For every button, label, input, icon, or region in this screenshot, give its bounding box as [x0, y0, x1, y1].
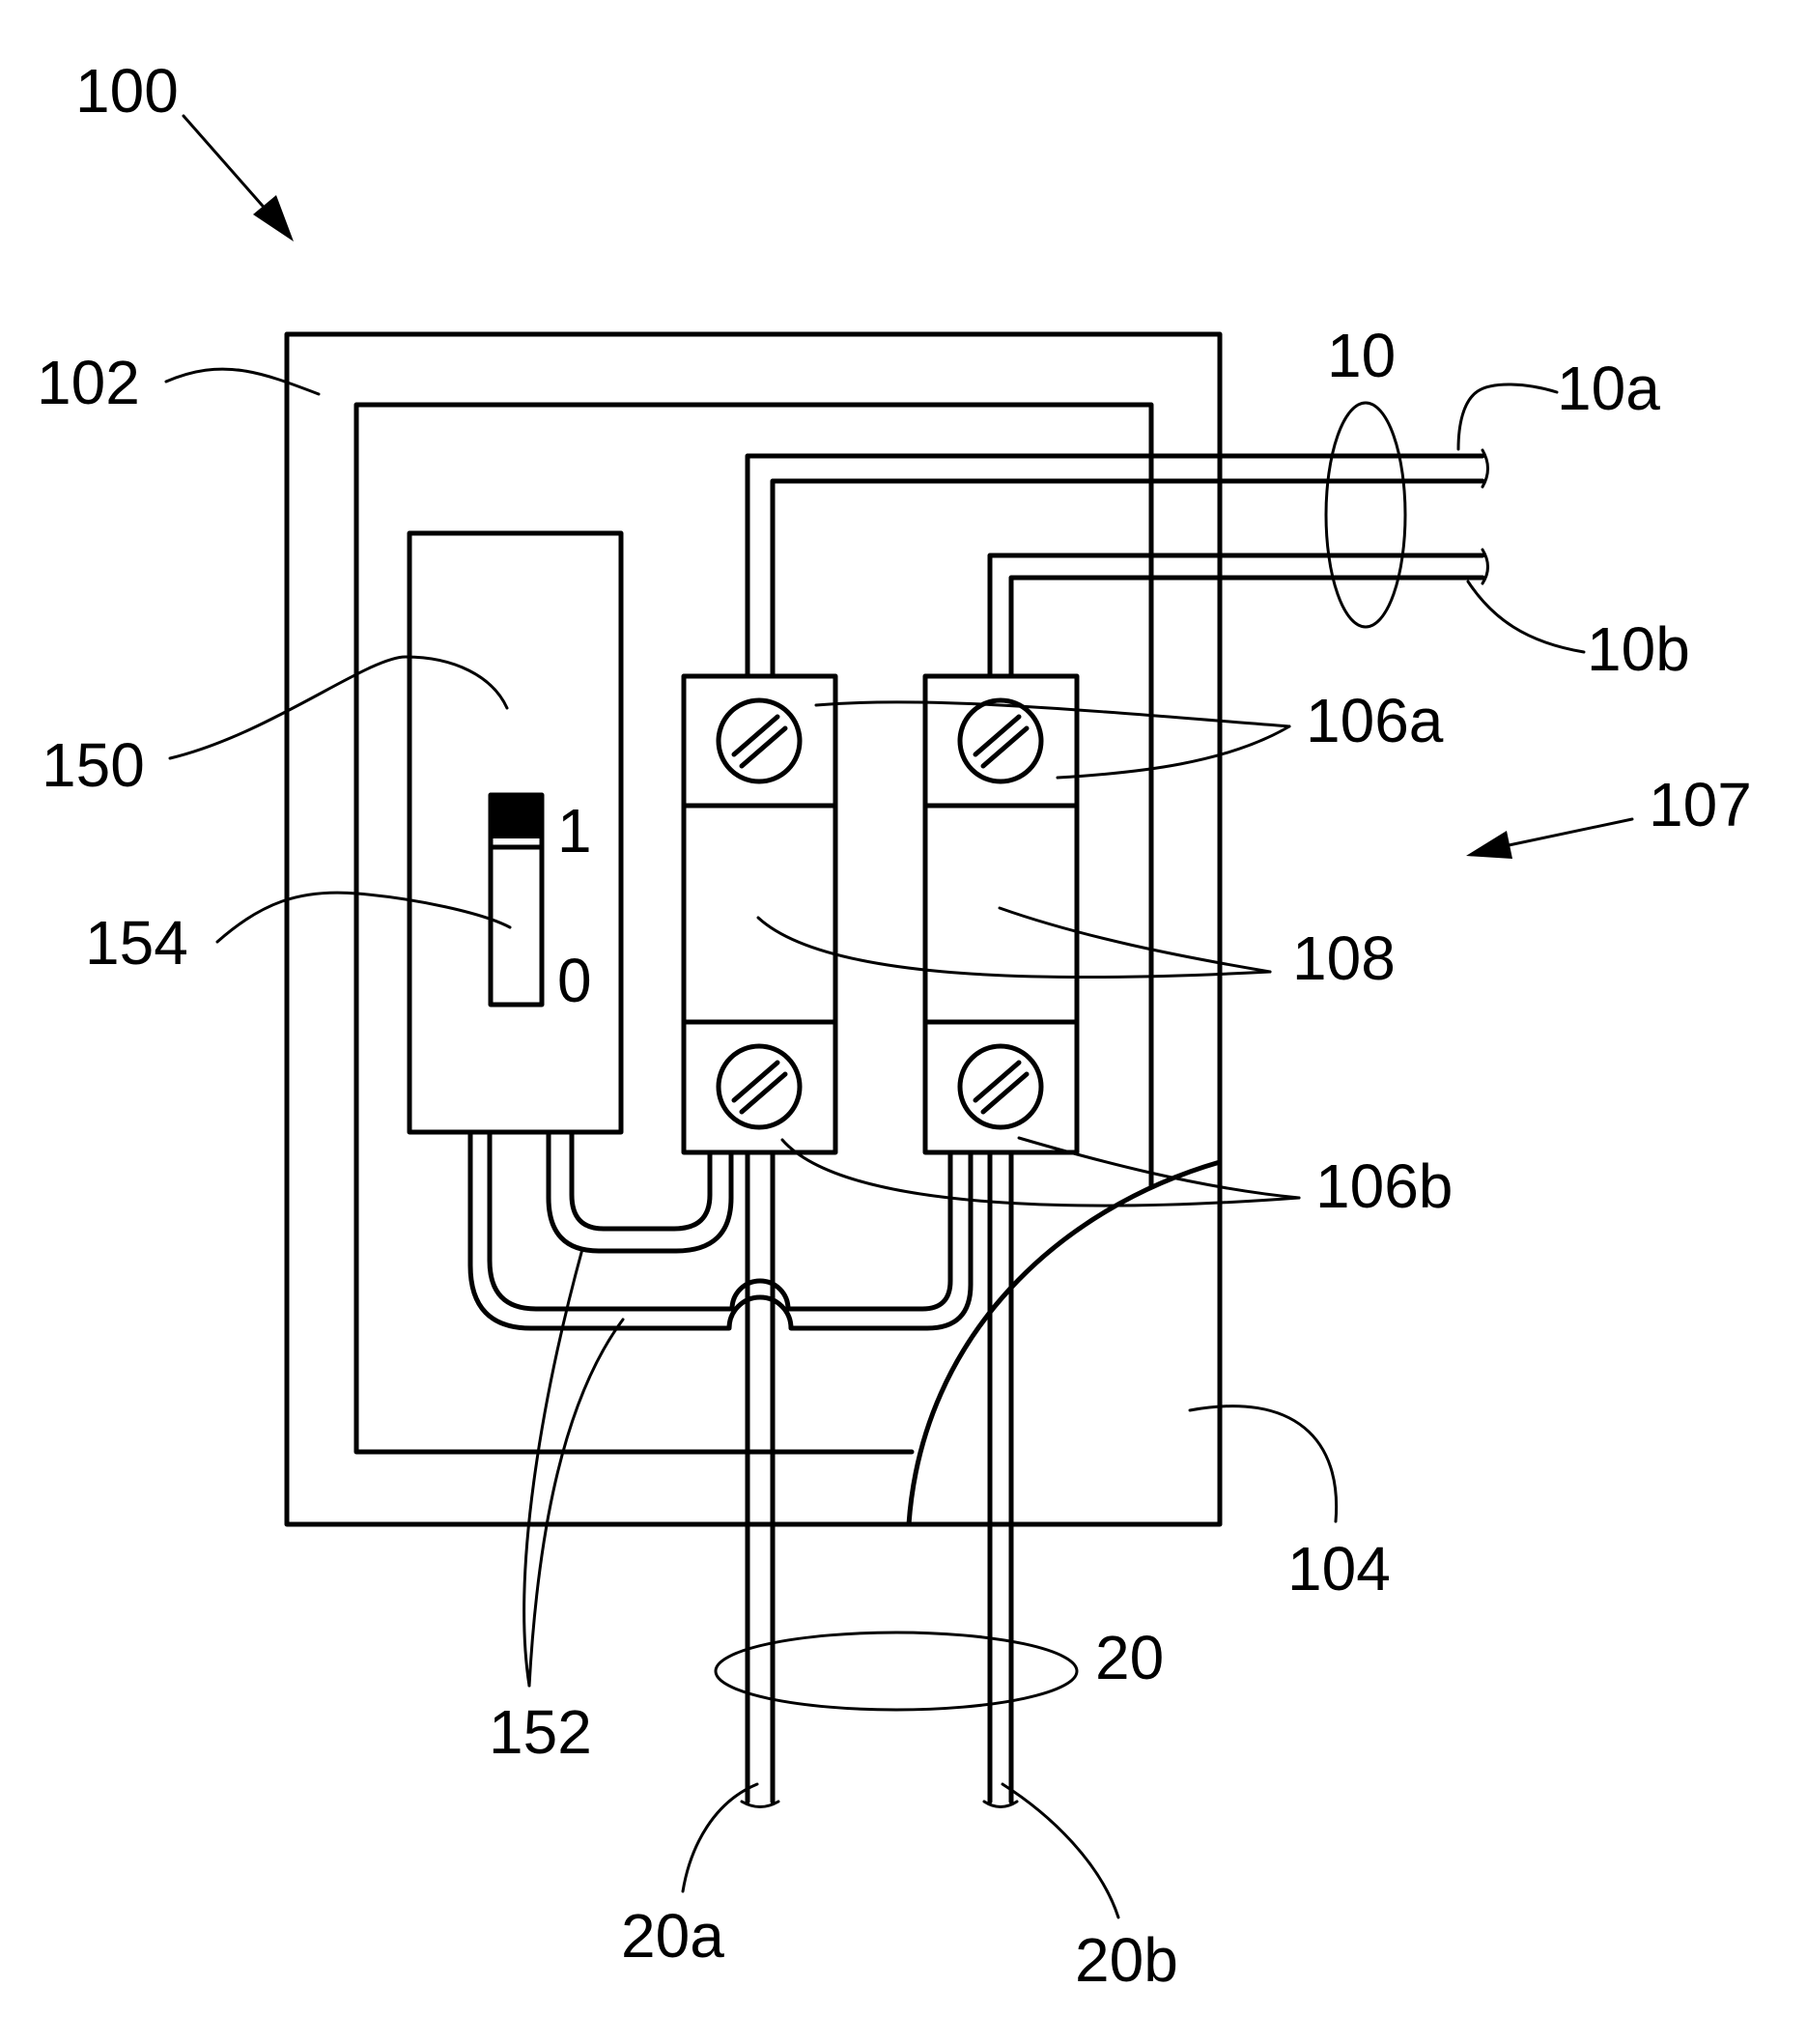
cover-104-edge — [909, 1162, 1220, 1524]
leader-lines — [166, 369, 1584, 1917]
label-106a: 106a — [1306, 686, 1444, 755]
wire-10b — [990, 550, 1488, 676]
screw-icon — [960, 1046, 1041, 1127]
screw-icon — [719, 1046, 800, 1127]
label-107: 107 — [1649, 770, 1752, 839]
label-106b: 106b — [1315, 1151, 1453, 1221]
label-108: 108 — [1292, 923, 1396, 993]
arrow-107 — [1466, 819, 1632, 859]
fuse-holder-1 — [684, 676, 835, 1152]
label-104: 104 — [1287, 1534, 1391, 1604]
label-152: 152 — [489, 1697, 592, 1767]
bundle-10-ellipse — [1326, 403, 1405, 627]
wire-20a — [742, 1152, 778, 1807]
label-102: 102 — [37, 348, 140, 417]
switch-wires — [470, 1132, 971, 1328]
wire-10a — [748, 450, 1488, 676]
fuse-holder-2 — [925, 676, 1077, 1152]
label-10a: 10a — [1557, 354, 1660, 423]
switch-mark-off: 0 — [557, 946, 592, 1015]
reference-labels: 100 102 10 10a 10b 106a 107 150 154 1 0 … — [37, 56, 1752, 1995]
label-20a: 20a — [621, 1901, 724, 1971]
screw-icon — [719, 700, 800, 781]
switch-lever — [491, 795, 542, 1005]
label-20b: 20b — [1075, 1925, 1178, 1995]
switch-mark-on: 1 — [557, 796, 592, 866]
label-100: 100 — [75, 56, 179, 126]
bundle-20-ellipse — [716, 1632, 1077, 1710]
label-10b: 10b — [1587, 614, 1690, 684]
arrow-100 — [184, 116, 294, 241]
wire-20b — [984, 1152, 1017, 1807]
screw-icon — [960, 700, 1041, 781]
label-154: 154 — [85, 908, 188, 978]
label-150: 150 — [42, 730, 145, 800]
label-20: 20 — [1095, 1623, 1164, 1692]
outer-enclosure — [287, 334, 1220, 1524]
label-10: 10 — [1327, 321, 1396, 390]
